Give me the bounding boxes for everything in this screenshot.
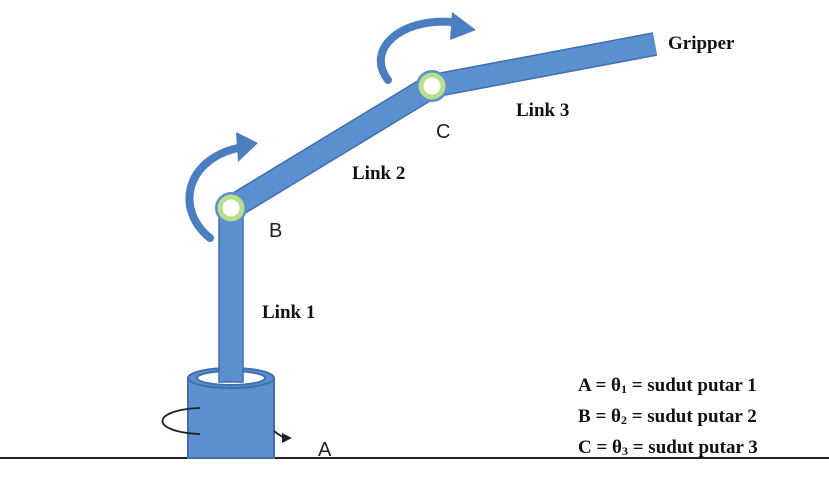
- rotation-arrow-b: [185, 132, 258, 242]
- link-3-label: Link 3: [516, 100, 569, 121]
- joint-a-label: A: [318, 439, 332, 461]
- joint-c-label: C: [436, 121, 450, 143]
- rotation-arrow-a: [161, 407, 292, 443]
- legend-line-c: C = θ3 = sudut putar 3: [578, 437, 758, 458]
- joint-legend: A = θ1 = sudut putar 1 B = θ2 = sudut pu…: [578, 372, 828, 465]
- joint-c: [416, 70, 448, 102]
- joint-b: [215, 192, 247, 224]
- joint-b-label: B: [269, 220, 282, 242]
- link-1-bar: [218, 207, 244, 383]
- legend-line-b: B = θ2 = sudut putar 2: [578, 406, 757, 427]
- link-1-label: Link 1: [262, 302, 315, 323]
- legend-line-a: A = θ1 = sudut putar 1: [578, 375, 757, 396]
- rotation-arrow-c: [376, 12, 476, 84]
- link-2-label: Link 2: [352, 163, 405, 184]
- gripper-label: Gripper: [668, 33, 735, 54]
